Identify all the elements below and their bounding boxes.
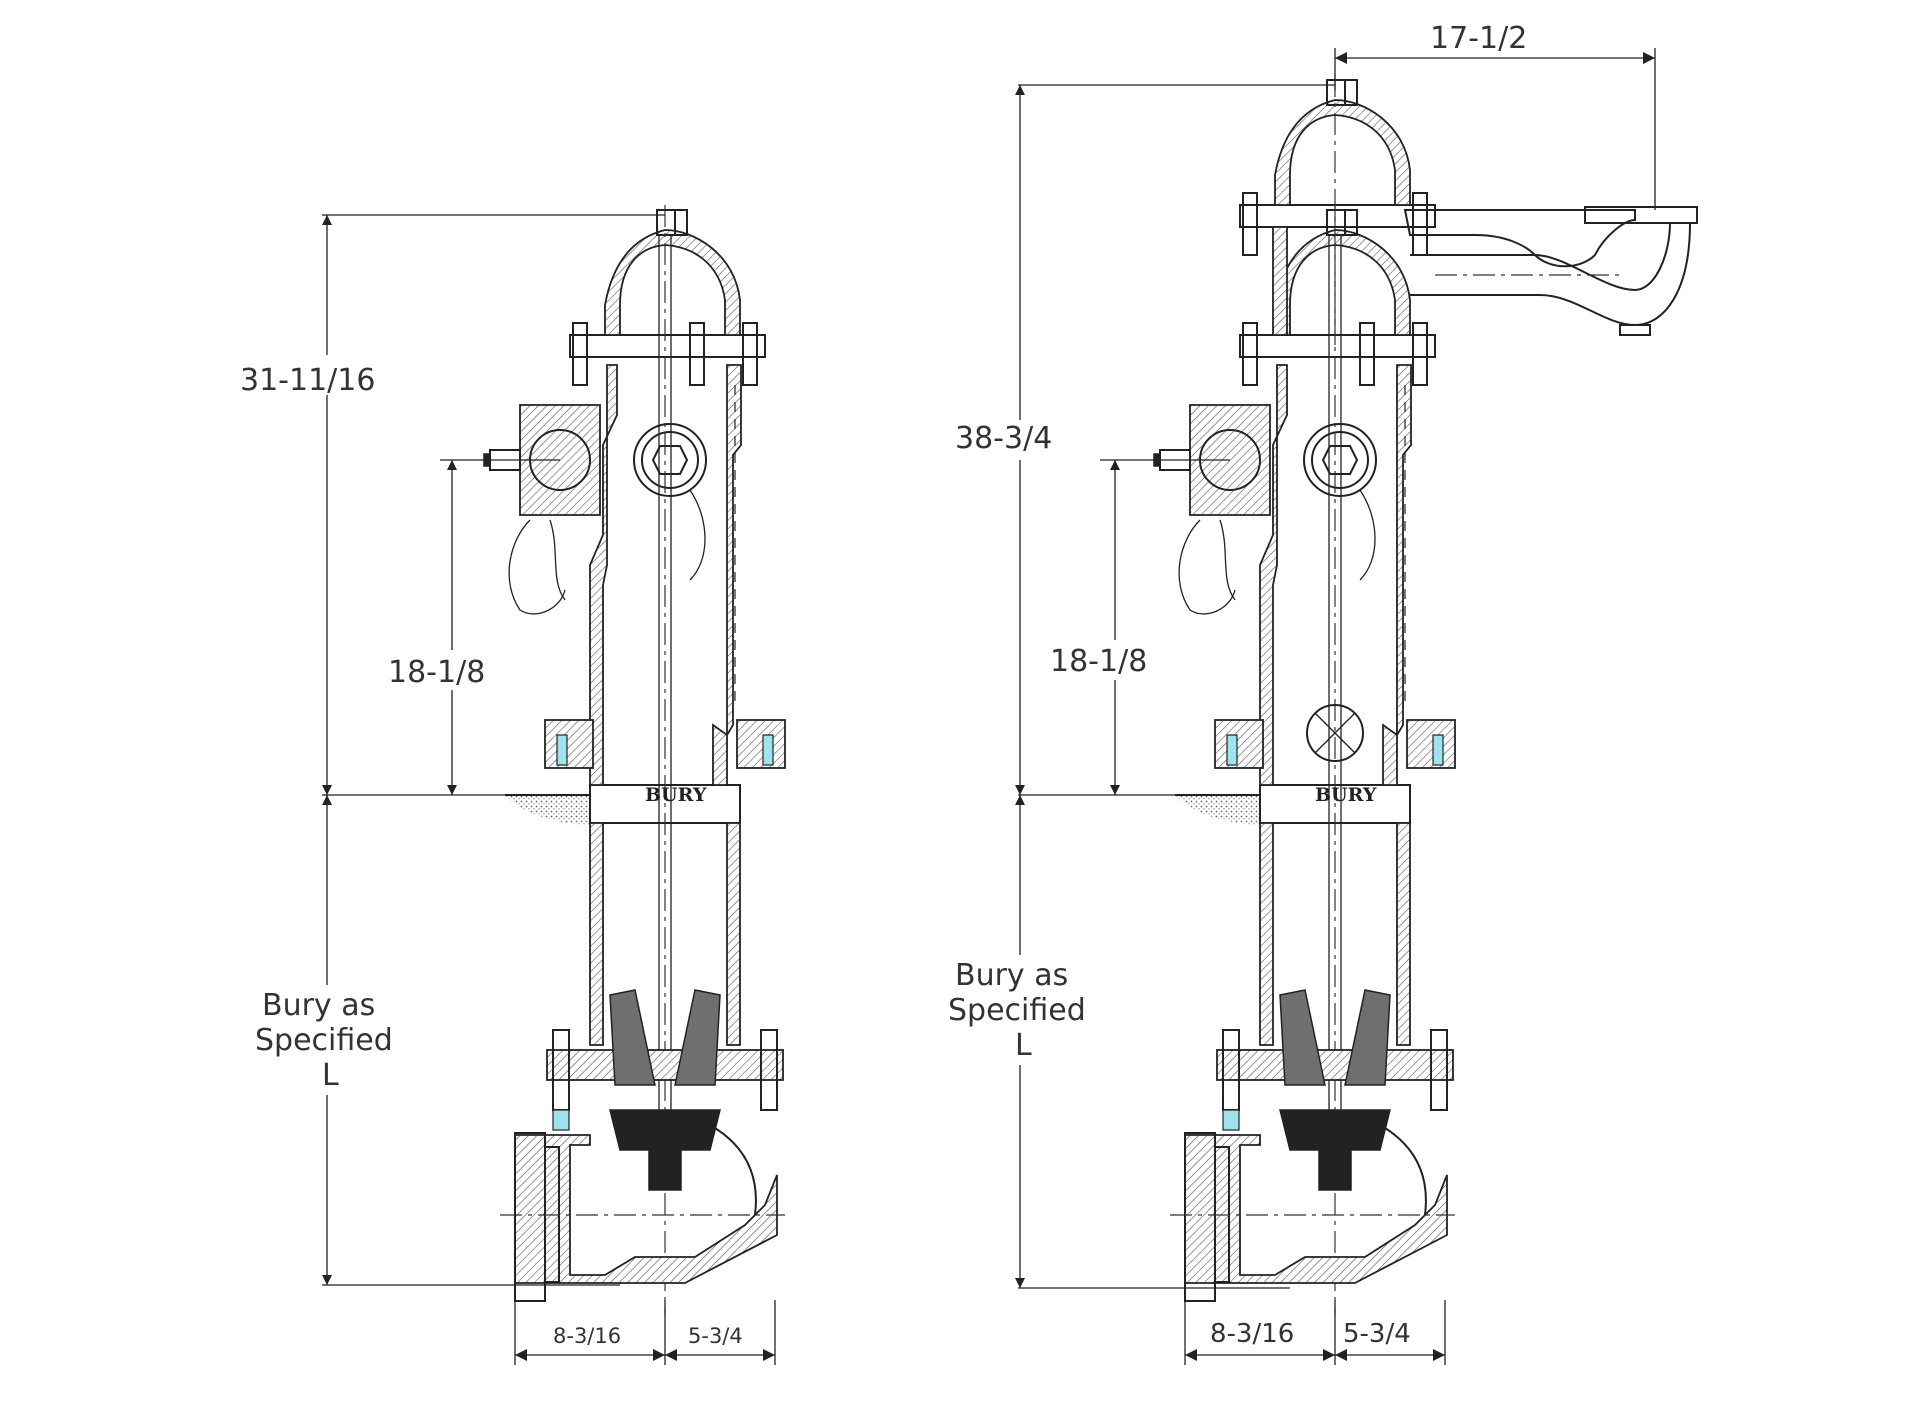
- dim-base-left-right-label: 8-3/16: [1210, 1319, 1294, 1349]
- bury-marking-right: BURY: [1315, 784, 1377, 806]
- dim-bury-right-line2: Specified: [948, 993, 1086, 1028]
- dim-base-left-label: 8-3/16: [553, 1324, 621, 1348]
- dim-bury-line3: L: [322, 1058, 339, 1093]
- dim-base-right-right-label: 5-3/4: [1343, 1319, 1411, 1349]
- dim-bury-right-line3: L: [1015, 1028, 1032, 1063]
- dim-overall-height-label: 31-11/16: [240, 363, 375, 398]
- dim-bury-line1: Bury as: [262, 988, 375, 1023]
- left-dimensions: 31-11/16 18-1/8 Bury as Specified L 8-3/…: [235, 214, 776, 1365]
- dim-bury-right-line1: Bury as: [955, 958, 1068, 993]
- right-dimensions: 17-1/2 38-3/4 18-1/8 Bury as Specified L…: [945, 21, 1656, 1365]
- dim-bury-line2: Specified: [255, 1023, 393, 1058]
- hydrant-standard: BURY: [483, 204, 786, 1316]
- bury-marking: BURY: [645, 784, 707, 806]
- hydrant-extended: BURY: [1153, 75, 1698, 1316]
- dim-nozzle-height-right-label: 18-1/8: [1050, 644, 1147, 679]
- dim-extension-label: 17-1/2: [1430, 21, 1527, 56]
- dim-base-right-label: 5-3/4: [688, 1324, 743, 1348]
- dim-overall-height-right-label: 38-3/4: [955, 421, 1052, 456]
- dim-nozzle-height-label: 18-1/8: [388, 655, 485, 690]
